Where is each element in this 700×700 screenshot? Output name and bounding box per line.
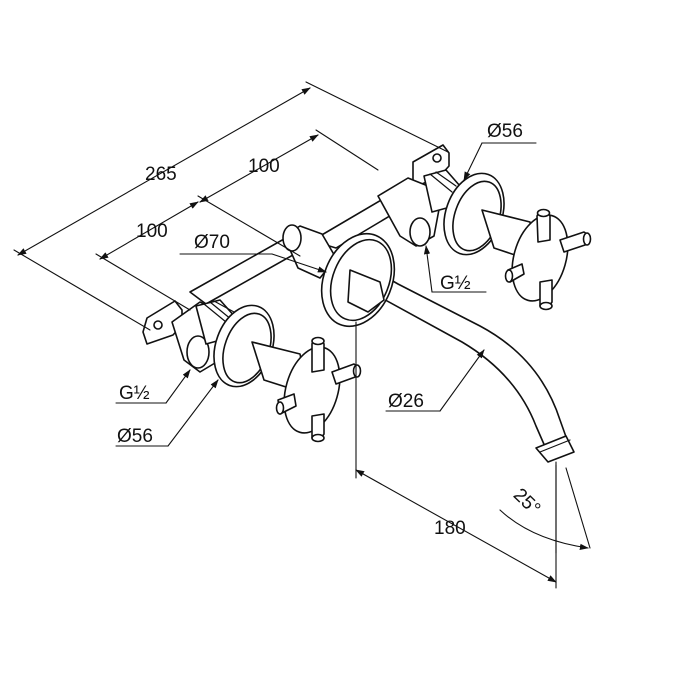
dim-overall-width: 265 <box>145 164 177 185</box>
dim-center-left-line <box>99 201 199 260</box>
dim-rosette-left: Ø56 <box>117 426 153 447</box>
dimension-lines <box>13 81 591 589</box>
dim-center-top-line <box>199 134 319 203</box>
right-connection-nut <box>409 217 431 247</box>
spout-collar <box>347 269 385 313</box>
dim-thread-left: G½ <box>119 383 150 404</box>
dim-spout-diameter: Ø26 <box>388 391 424 412</box>
left-bracket-hole <box>153 320 163 330</box>
dim-center-left: 100 <box>136 221 168 242</box>
dim-angle-arc <box>499 509 589 550</box>
faucet-body <box>142 144 592 463</box>
dim-spout-angle: 25° <box>509 485 544 520</box>
dimension-labels: 265 100 100 Ø70 Ø56 G½ G½ Ø56 Ø26 180 25… <box>117 121 544 539</box>
right-bracket-hole <box>432 153 442 163</box>
dim-center-top: 100 <box>248 156 280 177</box>
dim-spout-projection: 180 <box>434 518 466 539</box>
dim-rosette-right: Ø56 <box>487 121 523 142</box>
right-handle-hub <box>511 214 569 302</box>
left-connection-nut <box>186 335 210 369</box>
dim-thread-right: G½ <box>440 273 471 294</box>
dim-spout-projection-line <box>355 469 557 583</box>
dim-overall-width-line <box>17 87 311 256</box>
dim-rosette-large: Ø70 <box>194 232 230 253</box>
